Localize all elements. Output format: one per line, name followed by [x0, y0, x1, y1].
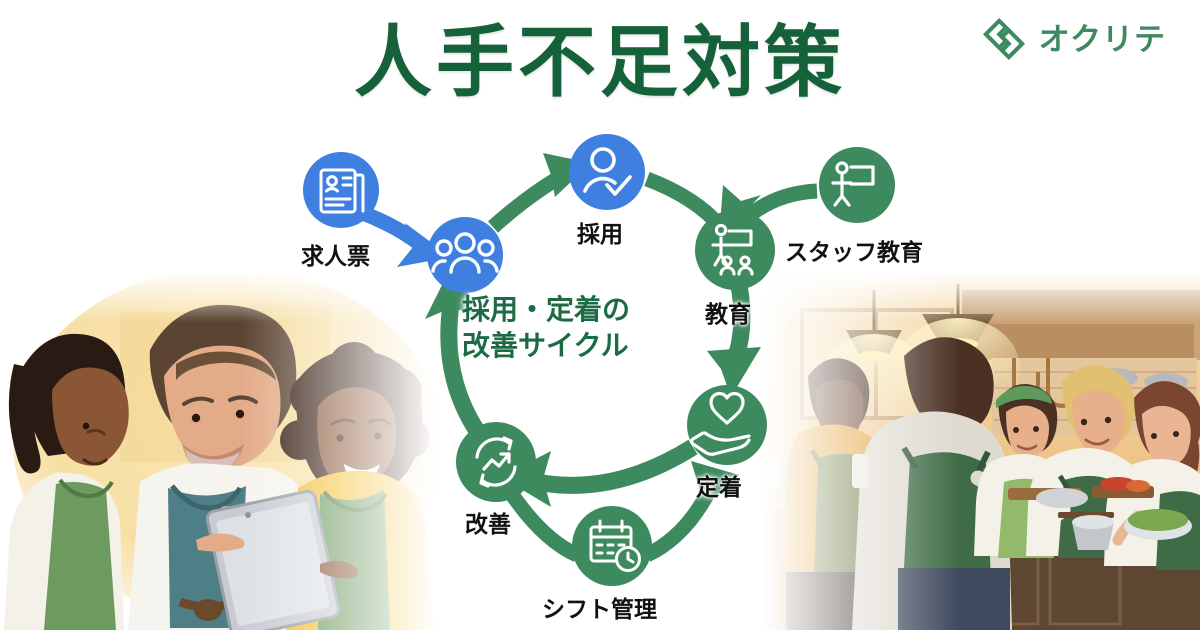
node-group[interactable] — [427, 217, 503, 293]
brand-name: オクリテ — [1038, 21, 1166, 57]
refresh-chart-icon — [475, 436, 517, 488]
cycle-center-line1: 採用・定着の — [462, 294, 631, 325]
document-person-icon — [319, 168, 365, 214]
node-saiyo[interactable] — [569, 134, 645, 210]
label-staff-kyoiku: スタッフ教育 — [785, 239, 923, 265]
arrow-shift-to-teichaku — [643, 461, 739, 562]
node-shift[interactable] — [572, 506, 652, 586]
label-kyoiku: 教育 — [705, 301, 751, 327]
node-kyoiku[interactable] — [695, 210, 775, 290]
cycle-center-text: 採用・定着の 改善サイクル — [462, 292, 712, 364]
node-kaizen[interactable] — [456, 422, 536, 502]
interlocking-diamonds-logo-icon — [982, 17, 1025, 61]
label-kaizen: 改善 — [465, 511, 511, 537]
calendar-clock-icon — [589, 519, 641, 572]
cycle-center-line2: 改善サイクル — [462, 329, 629, 361]
presenter-board-icon — [831, 161, 875, 207]
improvement-cycle-diagram: 求人票 採用 教育 スタッフ教育 定着 シフト管理 改善 — [255, 134, 945, 630]
brand-logo[interactable]: オクリテ — [981, 16, 1166, 62]
label-teichaku: 定着 — [696, 474, 742, 500]
node-kyujinhyo[interactable] — [303, 152, 379, 228]
node-teichaku[interactable] — [687, 385, 767, 465]
person-check-icon — [583, 147, 632, 196]
label-kyujinhyo: 求人票 — [301, 243, 370, 269]
heart-in-hand-icon — [689, 391, 751, 456]
page-title: 人手不足対策 — [353, 18, 846, 106]
label-saiyo: 採用 — [577, 221, 623, 247]
teacher-board-icon — [711, 223, 754, 276]
node-staff-kyoiku[interactable] — [819, 147, 895, 223]
arrow-kyoiku-to-teichaku — [707, 283, 761, 397]
label-shift: シフト管理 — [542, 596, 657, 622]
people-group-icon — [431, 232, 499, 274]
